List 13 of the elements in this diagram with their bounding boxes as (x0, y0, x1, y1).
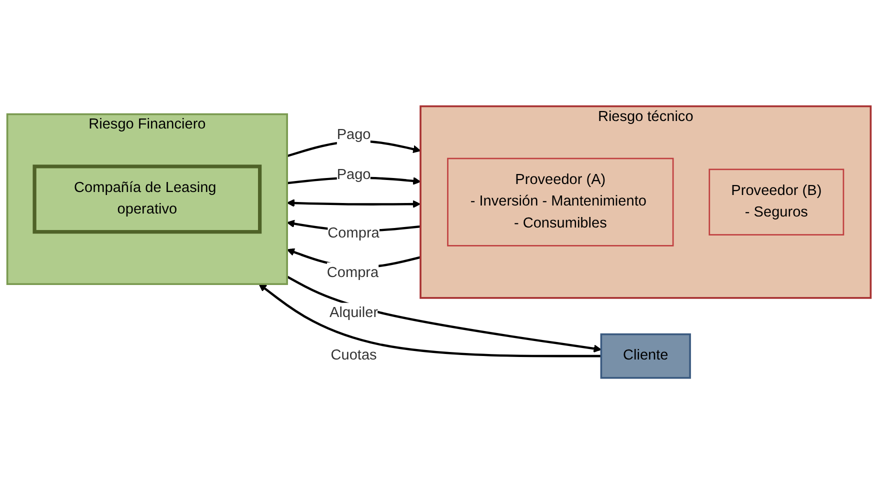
edge-label: Alquiler (330, 306, 378, 322)
arrow (286, 199, 421, 208)
node-box: Proveedor (B) - Seguros (708, 169, 844, 236)
edge-label: Pago (336, 128, 371, 144)
arrow (258, 284, 602, 358)
node-box: Proveedor (A) - Inversión - Mantenimiento - Consumibles (447, 158, 674, 247)
edge-label: Compra (328, 226, 380, 242)
node-box: Cliente (600, 334, 691, 380)
edge-label: Pago (336, 168, 371, 184)
arrow (286, 276, 602, 353)
node-box: Compañía de Leasing operativo (32, 165, 262, 234)
edge-label: Cuotas (330, 348, 377, 364)
edge-label: Compra (326, 266, 379, 281)
